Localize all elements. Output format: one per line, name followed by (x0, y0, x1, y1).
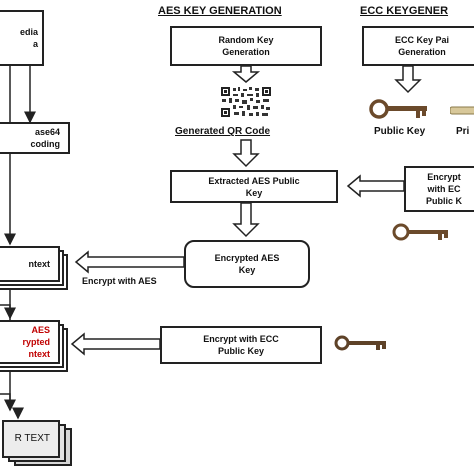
hollow-arrow-left-to-extracted (346, 174, 405, 198)
public-key-label: Public Key (374, 126, 426, 137)
private-key-icon (450, 106, 474, 115)
context-text: ntext (28, 259, 50, 269)
encrypted-aes-key-box: Encrypted AES Key (184, 240, 310, 288)
qr-code-icon (220, 86, 272, 118)
context-document: ntext (0, 246, 60, 282)
base64-line-2: coding (30, 139, 61, 149)
private-key-label: Pri (456, 126, 470, 137)
random-key-generation-box: Random Key Generation (170, 26, 322, 66)
hollow-arrow-down-ecc (394, 65, 422, 94)
ecc-pair-line-1: ECC Key Pai (394, 35, 450, 45)
ecc-key-pair-generation-box: ECC Key Pai Generation (362, 26, 474, 66)
hollow-arrow-left-to-aes-encrypted (70, 332, 161, 356)
key-icon (392, 223, 448, 241)
public-key-icon (369, 99, 427, 119)
aes-key-generation-header: AES KEY GENERATION (158, 5, 282, 17)
encrypt-with-ecc-public-key-box: Encrypt with ECC Public Key (160, 326, 322, 364)
hollow-arrow-down-extracted (232, 202, 260, 238)
final-text-document: R TEXT (2, 420, 60, 458)
encrypt-ecc-line-2: Public Key (217, 346, 264, 356)
final-text: R TEXT (14, 433, 50, 444)
extracted-line-2: Key (245, 187, 263, 198)
hollow-arrow-left-to-context (74, 250, 185, 274)
aes-enc-line-2: rypted (22, 337, 50, 347)
media-box: edia a (0, 10, 44, 66)
encrypt-with-aes-label: Encrypt with AES (82, 276, 157, 286)
encrypt-right-line-1: Encrypt (427, 172, 461, 182)
random-key-line-1: Random Key (218, 35, 274, 45)
random-key-line-2: Generation (222, 47, 270, 57)
aes-encrypted-context-document: AES rypted ntext (0, 320, 60, 364)
key-icon (334, 335, 386, 351)
hollow-arrow-down-random (231, 65, 261, 83)
media-line-2: a (32, 39, 38, 49)
encrypted-aes-line-2: Key (238, 265, 256, 275)
encrypt-with-ecc-public-key-right-box: Encrypt with EC Public K (404, 166, 474, 212)
base64-line-1: ase64 (34, 127, 60, 137)
extracted-line-1: Extracted AES Public (208, 175, 300, 186)
hollow-arrow-down-qr (232, 139, 260, 168)
generated-qr-code-label: Generated QR Code (175, 126, 271, 137)
media-line-1: edia (19, 27, 38, 37)
extracted-aes-public-key-box: Extracted AES Public Key (170, 170, 338, 203)
aes-enc-line-1: AES (31, 325, 50, 335)
ecc-pair-line-2: Generation (398, 47, 446, 57)
base64-encoding-box: ase64 coding (0, 122, 70, 154)
encrypt-right-line-2: with EC (427, 184, 461, 194)
ecc-key-generation-header: ECC KEYGENER (360, 5, 449, 17)
encrypted-aes-line-1: Encrypted AES (214, 253, 280, 263)
aes-enc-line-3: ntext (28, 349, 50, 359)
encrypt-right-line-3: Public K (425, 196, 462, 206)
encrypt-ecc-line-1: Encrypt with ECC (203, 334, 279, 344)
